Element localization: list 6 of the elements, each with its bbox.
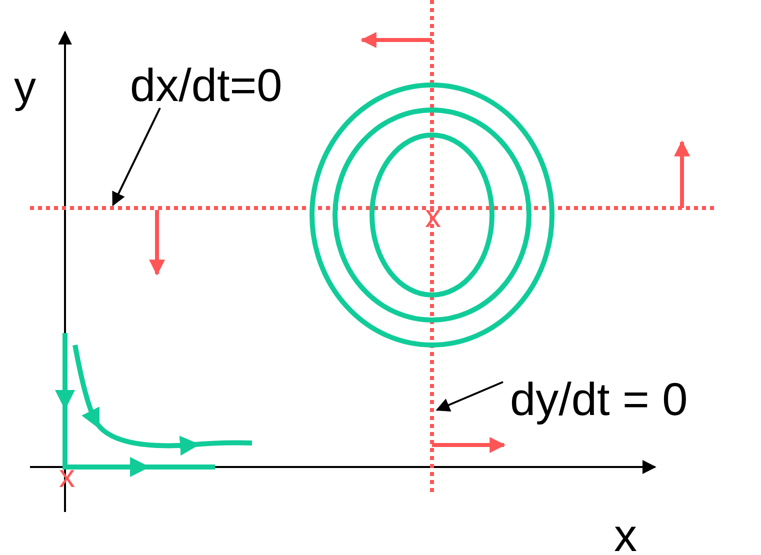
axis-label: y (14, 66, 36, 110)
leader-line (436, 381, 504, 412)
leader-line (112, 108, 161, 206)
nullcline-label: dx/dt=0 (130, 62, 282, 108)
nullcline-label: dy/dt = 0 (510, 376, 688, 422)
axis-label: x (614, 512, 637, 555)
